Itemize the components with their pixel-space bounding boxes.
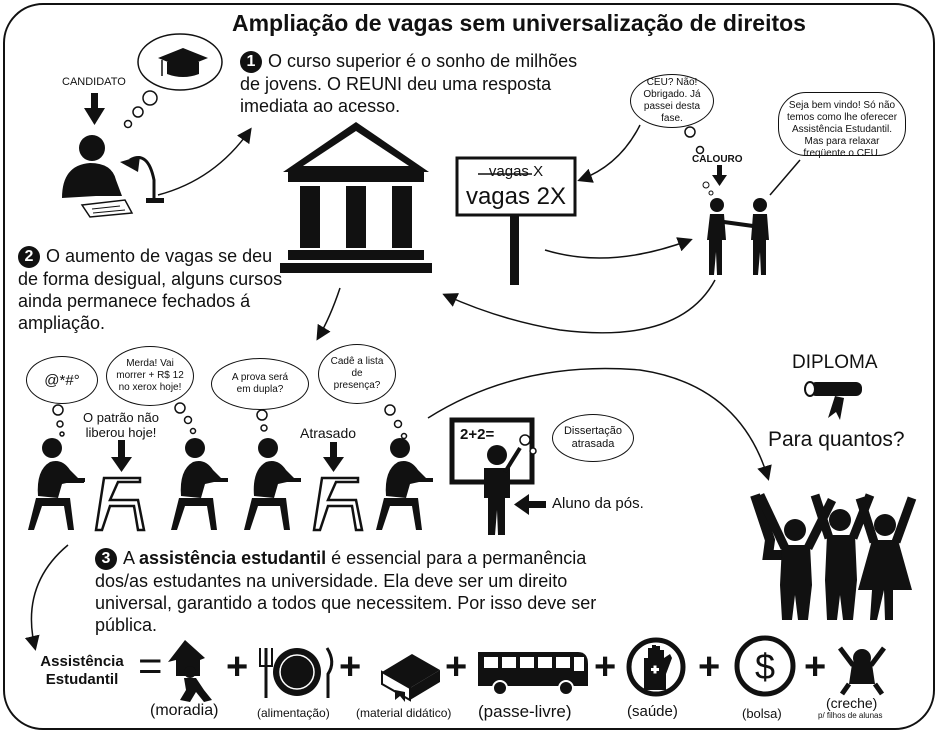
creche-note: p/ filhos de alunas [818,711,883,720]
step2-number: 2 [18,246,40,268]
item-moradia-label: (moradia) [150,702,219,719]
bubble-dissertacao: Dissertação atrasada [552,414,634,462]
aluno-pos-label: Aluno da pós. [552,495,644,512]
plus-sign-3: + [445,646,468,688]
step2-body: O aumento de vagas se deu de forma desig… [18,246,283,333]
aluno-pos-arrow-icon [514,494,546,515]
graduates-icon [750,493,917,620]
baby-icon [838,646,886,696]
book-icon [381,654,440,702]
bubble-xerox-text: Merda! Vai morrer + R$ 12 no xerox hoje! [116,358,184,393]
diploma-scroll-icon [804,381,862,420]
handshake-people-icon [707,198,769,275]
plus-sign-1: + [226,646,249,688]
thought-bubble-cap [123,33,223,129]
item-material-label: (material didático) [356,706,452,720]
item-bolsa-label: (bolsa) [742,706,782,721]
rounded-frame [3,3,935,730]
plus-sign-2: + [339,646,362,688]
calouro-arrow-icon [712,165,727,186]
university-building-icon [280,122,432,273]
health-hand-icon [626,637,686,697]
calouro-label: CALOURO [692,154,743,165]
candidato-label: CANDIDATO [62,76,126,88]
bubble-prova-text: A prova será em dupla? [231,372,289,395]
house-person-icon [168,640,212,702]
step3-bold: assistência estudantil [139,548,327,568]
item-alimentacao-label: (alimentação) [257,706,330,720]
bubble-ceu-text: CEU? Não! Obrigado. Já passei desta fase… [643,77,701,124]
patrao-label: O patrão não liberou hoje! [83,410,159,440]
plus-sign-5: + [698,646,721,688]
bubble-lista: Cadê a lista de presença? [318,344,396,404]
para-quantos-label: Para quantos? [768,428,905,451]
plate-icon [259,647,334,698]
blackboard-teacher-icon [449,417,535,535]
step1-body: O curso superior é o sonho de milhões de… [240,51,578,116]
atrasado-arrow-icon [323,442,344,472]
bus-icon [478,652,588,696]
assistencia-label: Assistência Estudantil [40,653,124,688]
step3-prefix: A [123,548,140,568]
bubble-lista-text: Cadê a lista de presença? [330,356,384,391]
bubble-xerox: Merda! Vai morrer + R$ 12 no xerox hoje! [106,346,194,406]
student-desk-3 [244,438,301,530]
bubble-ceu: CEU? Não! Obrigado. Já passei desta fase… [630,74,714,128]
bubble-curse: @*#° [26,356,98,404]
item-saude-label: (saúde) [627,703,678,720]
vagas-sign [455,156,577,285]
plus-sign-6: + [804,646,827,688]
bubble-welcome: Seja bem vindo! Só não temos como lhe of… [778,92,906,159]
student-desk-1 [28,438,85,530]
patrao-arrow-icon [111,440,132,472]
plus-sign-4: + [594,646,617,688]
empty-desk-2 [312,476,364,532]
board-text: 2+2= [460,426,495,443]
candidato-person-icon [62,135,164,218]
item-passe-livre-label: (passe-livre) [478,702,572,721]
sign-old-text: vagas X [488,163,544,180]
svg-text:$: $ [755,646,775,687]
money-icon: $ [734,635,796,697]
bubble-curse-text: @*#° [44,371,80,389]
step3-body: é essencial para a permanência dos/as es… [95,548,597,635]
empty-desk-1 [94,476,146,532]
step1-number: 1 [240,51,262,73]
bubble-prova: A prova será em dupla? [211,358,309,410]
atrasado-label: Atrasado [300,425,357,441]
diploma-label: DIPLOMA [792,352,878,373]
step3-number: 3 [95,548,117,570]
bubble-welcome-text: Seja bem vindo! Só não temos como lhe of… [786,100,898,159]
candidato-arrow-icon [84,93,105,125]
student-desk-4 [376,438,433,530]
page-title: Ampliação de vagas sem universalização d… [232,10,806,36]
sign-new-text: vagas 2X [465,183,567,210]
bubble-dissertacao-text: Dissertação atrasada [563,425,623,450]
item-creche-label: (creche) [826,695,878,711]
student-desk-2 [171,438,228,530]
equals-sign: = [138,642,163,689]
